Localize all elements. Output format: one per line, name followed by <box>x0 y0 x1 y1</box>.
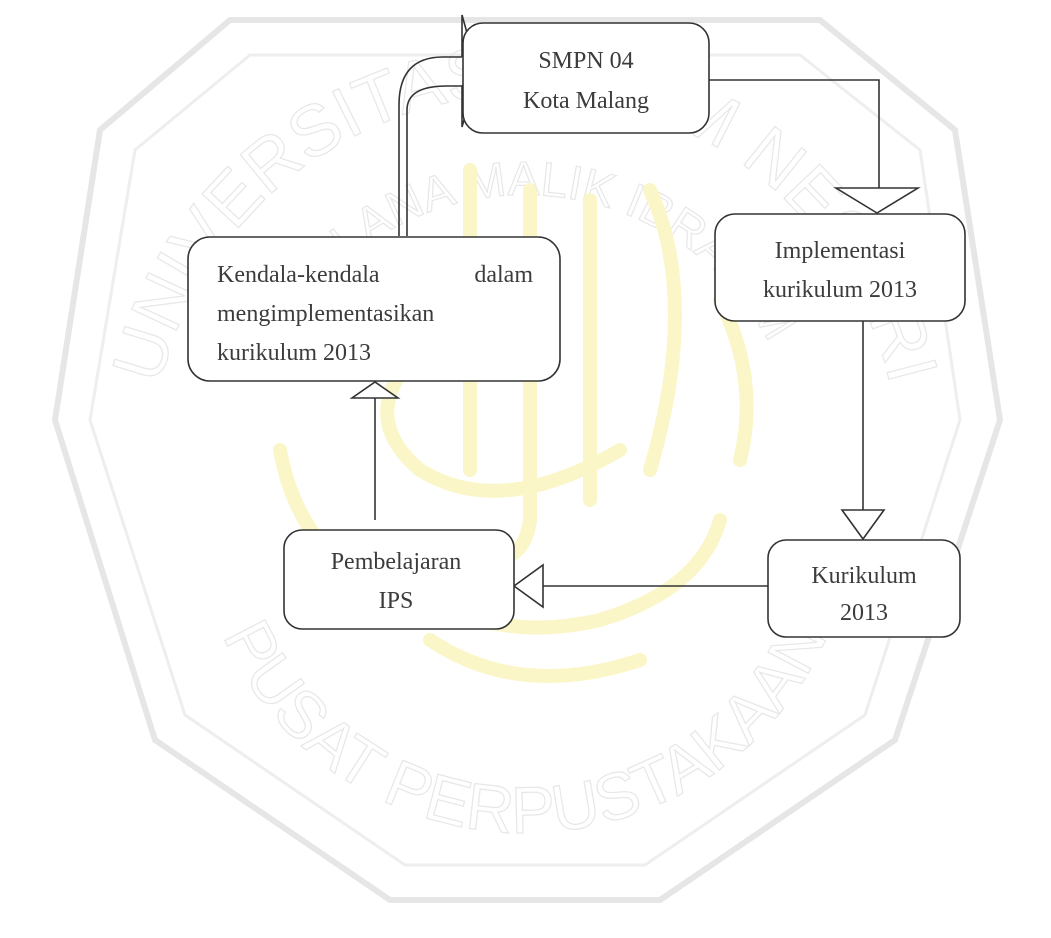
node-learning-box <box>283 529 515 630</box>
arrowhead-learning-icon <box>512 563 544 609</box>
node-obstacles-line1a: Kendala-kendala <box>217 262 380 288</box>
arrowhead-implementation-icon <box>833 187 921 214</box>
connector-obstacles-to-school-outer <box>398 56 462 236</box>
node-curriculum-line1: Kurikulum <box>811 563 917 589</box>
node-school-line2: Kota Malang <box>523 88 649 114</box>
node-school-line1: SMPN 04 <box>538 48 633 74</box>
node-obstacles: Kendala-kendala dalam mengimplementasika… <box>187 236 561 382</box>
node-implementation: Implementasi kurikulum 2013 <box>714 213 966 322</box>
connector-school-to-implementation <box>709 79 880 190</box>
node-implementation-line2: kurikulum 2013 <box>763 277 917 303</box>
node-school-box <box>462 22 710 134</box>
watermark-bottom-text: PUSAT PERPUSTAKAAN <box>210 608 840 847</box>
node-learning-line1: Pembelajaran <box>331 549 462 575</box>
node-curriculum-line2: 2013 <box>840 600 888 626</box>
node-obstacles-line3: kurikulum 2013 <box>217 340 371 366</box>
node-obstacles-box <box>187 236 561 382</box>
node-obstacles-line1b: dalam <box>474 262 533 288</box>
node-learning-line2: IPS <box>379 588 414 614</box>
node-learning: Pembelajaran IPS <box>283 529 515 630</box>
node-obstacles-line2: mengimplementasikan <box>217 301 434 327</box>
node-curriculum-box <box>767 539 961 638</box>
node-implementation-line1: Implementasi <box>775 238 906 264</box>
node-school: SMPN 04 Kota Malang <box>462 22 710 134</box>
watermark-outer-ring <box>51 17 1004 903</box>
connectors <box>349 14 921 609</box>
arrowhead-obstacles-icon <box>349 381 401 399</box>
node-implementation-box <box>714 213 966 322</box>
watermark-seal: UNIVERSITAS ISLAM NEGERI MAULANA MALIK I… <box>51 17 1004 903</box>
arrowhead-curriculum-icon <box>840 509 886 541</box>
connector-obstacles-to-school-inner <box>406 85 462 236</box>
node-curriculum: Kurikulum 2013 <box>767 539 961 638</box>
